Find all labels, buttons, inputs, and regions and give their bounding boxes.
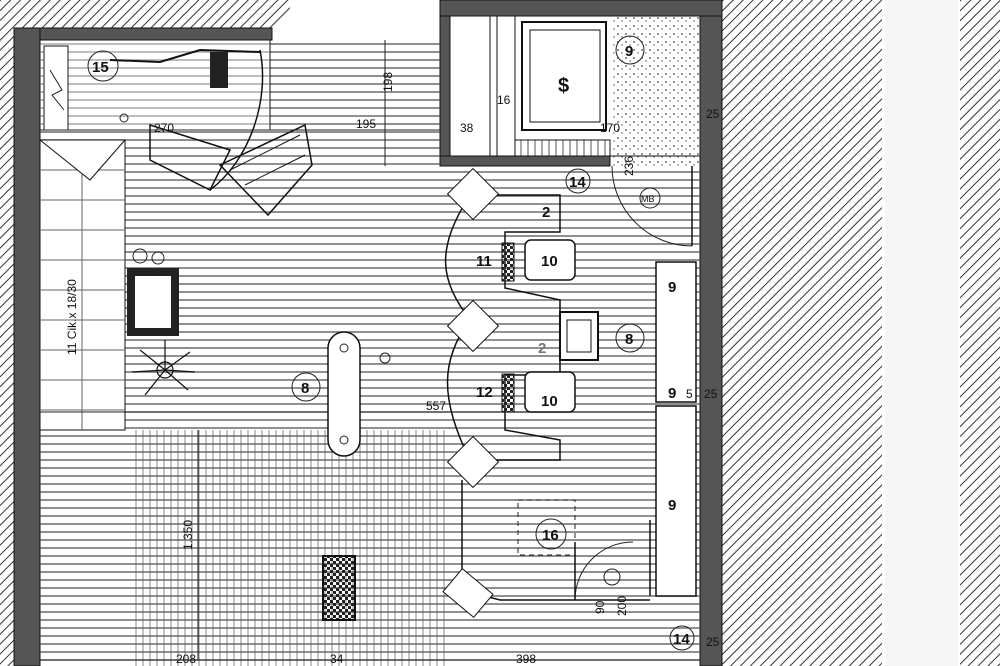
shelf-9-a: 9 [668,279,676,296]
dim-5: 5 [686,387,693,401]
safe-icon: $ [558,75,569,97]
dining-table: 8 [291,331,391,457]
dim-557: 557 [426,399,446,413]
room-number-9-top: 9 [625,43,633,60]
dim-198: 198 [381,72,395,92]
seat-label-10-lower: 10 [541,393,558,410]
outer-walls [13,0,723,666]
dimension-lines [40,40,700,661]
room-circle-9 [615,35,645,65]
stair-label: 11 Cik.x 18/30 [65,279,79,355]
desk-label-2-top: 2 [542,204,550,221]
dim-236: 236 [622,156,636,176]
desk-label-2-mid: 2 [538,340,546,357]
dim-38: 38 [460,121,474,135]
entry-area: 16 90 200 14 [442,480,695,651]
dim-25-top: 25 [706,107,720,121]
lounger [218,123,313,217]
room-circle-8-right [615,323,645,353]
seat-label-10-upper: 10 [541,253,558,270]
workstations: 2 2 10 10 11 12 8 [444,167,645,489]
shelf-9-b: 9 [668,385,676,402]
bathroom: 15 270 [39,39,271,192]
dim-34: 34 [330,652,344,666]
room-circle-14-top [565,168,591,194]
dim-1350: 1.350 [181,520,195,550]
stove [127,248,179,336]
dim-25-bottom: 25 [706,635,720,649]
room-number-14-top: 14 [569,174,586,191]
plant-icon [131,340,196,396]
room-circle-16 [535,518,567,550]
label-11: 11 [476,253,492,270]
dim-170: 170 [600,121,620,135]
dim-16: 16 [497,93,511,107]
dim-90: 90 [593,600,607,614]
dim-200: 200 [615,596,629,616]
door-mb: MB 14 [565,165,693,247]
room-number-16: 16 [542,527,559,544]
room-circle-8-left [291,372,321,402]
dim-25-mid: 25 [704,387,718,401]
dim-208: 208 [176,652,196,666]
label-12: 12 [476,384,493,401]
mb-marker: MB [641,194,655,204]
dim-270: 270 [154,121,174,135]
staircase: 11 Cik.x 18/30 [38,139,127,431]
room-number-14-bottom: 14 [673,631,690,648]
room-circle-15 [87,50,119,82]
shelf-9-c: 9 [668,497,676,514]
dim-398: 398 [516,652,536,666]
shelving: 9 9 9 5 25 25 [649,261,720,649]
room-number-8-right: 8 [625,331,633,348]
rug [322,555,356,621]
dim-195: 195 [356,117,376,131]
room-circle-14-bottom [669,625,695,651]
room-number-8-left: 8 [301,380,309,397]
room-number-15: 15 [92,59,109,76]
utility-room: $ 9 38 16 170 25 236 [449,15,720,176]
